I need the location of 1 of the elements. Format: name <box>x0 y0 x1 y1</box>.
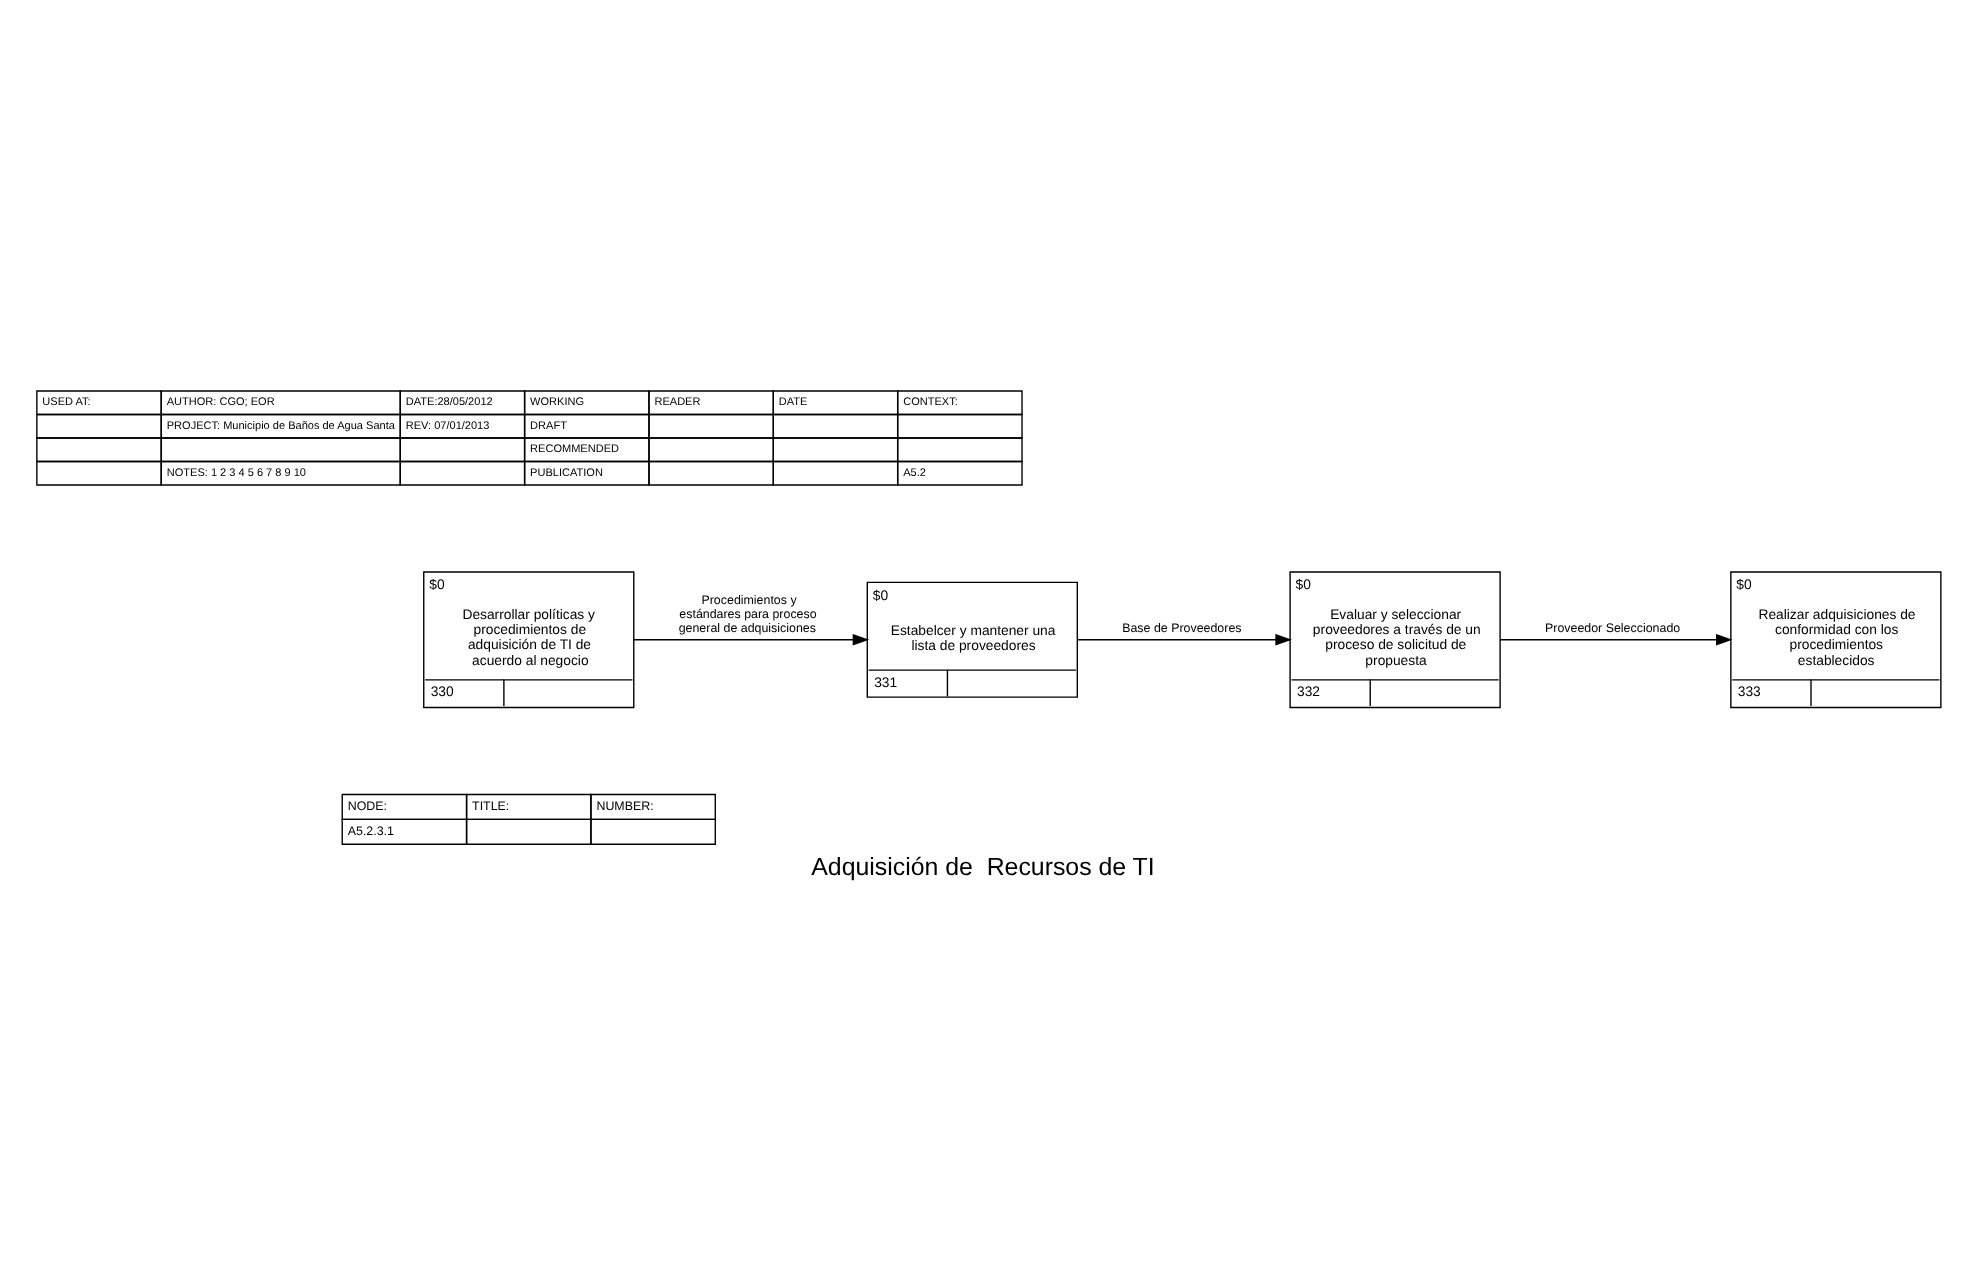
diagram-title: Adquisición de Recursos de TI <box>811 853 1155 882</box>
